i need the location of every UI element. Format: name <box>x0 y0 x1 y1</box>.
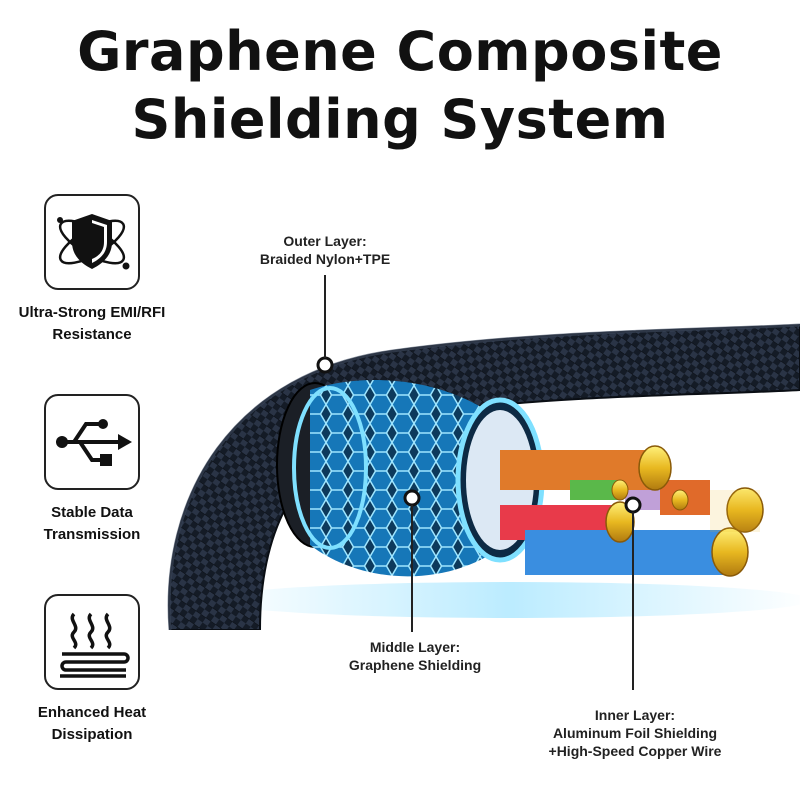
data-transmission-icon-box <box>44 394 140 490</box>
callout-inner-desc-1: Aluminum Foil Shielding <box>552 725 718 741</box>
feature-emi-line-2: Resistance <box>52 326 132 343</box>
title-line-2: Shielding System <box>131 88 669 151</box>
heat-waves-icon <box>60 612 130 678</box>
feature-emi-line-1: Ultra-Strong EMI/RFI <box>18 304 166 321</box>
feature-label-heat: Enhanced Heat Dissipation <box>0 702 184 746</box>
callout-outer-title: Outer Layer: <box>283 233 367 249</box>
feature-heat-line-2: Dissipation <box>51 726 133 743</box>
callout-middle-desc: Graphene Shielding <box>348 657 482 673</box>
emi-shield-icon-box <box>44 194 140 290</box>
title-line-1: Graphene Composite <box>77 20 723 83</box>
feature-heat-line-1: Enhanced Heat <box>37 704 147 721</box>
page-title: Graphene Composite Shielding System <box>0 18 800 154</box>
callout-inner-layer: Inner Layer: Aluminum Foil Shielding +Hi… <box>520 706 750 760</box>
heat-dissipation-icon-box <box>44 594 140 690</box>
callout-inner-desc-2: +High-Speed Copper Wire <box>548 743 722 759</box>
cable-cross-section-illustration <box>167 323 800 630</box>
feature-data-line-2: Transmission <box>43 526 141 543</box>
callout-inner-title: Inner Layer: <box>594 707 676 723</box>
shield-atom-icon <box>57 214 130 270</box>
feature-data-line-1: Stable Data <box>51 504 133 521</box>
feature-label-data: Stable Data Transmission <box>0 502 184 546</box>
callout-middle-layer: Middle Layer: Graphene Shielding <box>320 638 510 674</box>
callout-outer-desc: Braided Nylon+TPE <box>259 251 391 267</box>
usb-icon <box>56 419 132 466</box>
feature-label-emi: Ultra-Strong EMI/RFI Resistance <box>0 302 184 346</box>
callout-middle-title: Middle Layer: <box>369 639 461 655</box>
callout-outer-layer: Outer Layer: Braided Nylon+TPE <box>230 232 420 268</box>
